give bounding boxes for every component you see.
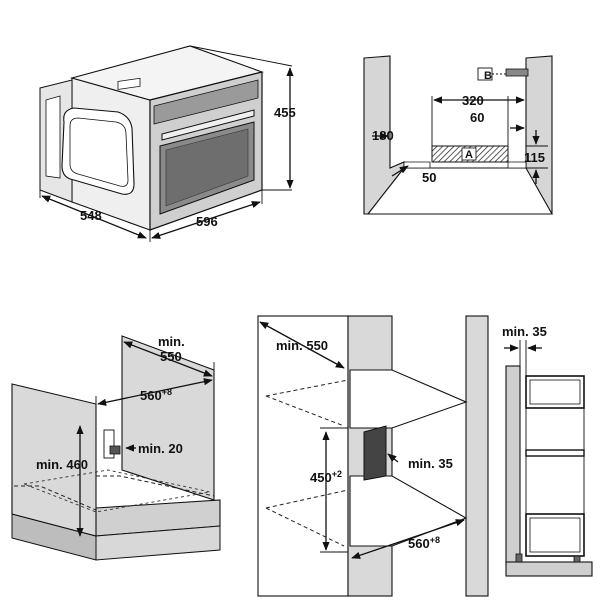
base-gap-label: min. 20: [138, 441, 183, 456]
cutout-left-label: 180: [372, 128, 394, 143]
wall-cutout-dimension-lines: [372, 96, 540, 184]
oven-depth-label: 548: [80, 208, 102, 223]
marker-a-box: [461, 147, 477, 161]
oven-height-label: 455: [274, 105, 296, 120]
marker-a-label: A: [465, 149, 473, 161]
tall-gap-label: min. 35: [408, 456, 453, 471]
side-gap-label: min. 35: [502, 324, 547, 339]
side-view-illustration: [505, 340, 593, 577]
base-height-label: min. 460: [36, 457, 88, 472]
base-width-tolerance: +8: [162, 387, 172, 397]
base-width-label: 560+8: [140, 387, 172, 403]
cutout-height-label: 60: [470, 110, 484, 125]
cutout-bottom-label: 50: [422, 170, 436, 185]
cutout-width-label: 320: [462, 93, 484, 108]
tall-height-value: 450: [310, 470, 332, 485]
tall-cabinet-illustration: [257, 315, 489, 597]
base-cabinet-dimension-lines: [76, 341, 213, 537]
tall-width-value: 560: [408, 536, 430, 551]
base-cabinet-illustration: [11, 335, 221, 561]
tall-width-tolerance: +8: [430, 535, 440, 545]
base-width-value: 560: [140, 388, 162, 403]
tall-cabinet-dimension-lines: [259, 321, 465, 559]
tall-depth-label: min. 550: [276, 338, 328, 353]
oven-dimension-lines: [39, 45, 294, 242]
oven-illustration: [39, 45, 264, 231]
oven-width-label: 596: [196, 214, 218, 229]
tall-width-label: 560+8: [408, 535, 440, 551]
tall-height-label: 450+2: [310, 469, 342, 485]
base-depth-label-line2: 550: [160, 349, 182, 364]
wall-cutout-illustration: [363, 55, 553, 215]
base-depth-label-line1: min.: [158, 334, 185, 349]
tall-height-tolerance: +2: [332, 469, 342, 479]
cutout-right-label: 115: [524, 150, 545, 165]
marker-b-label: B: [484, 70, 492, 82]
socket-icon: [505, 68, 529, 77]
